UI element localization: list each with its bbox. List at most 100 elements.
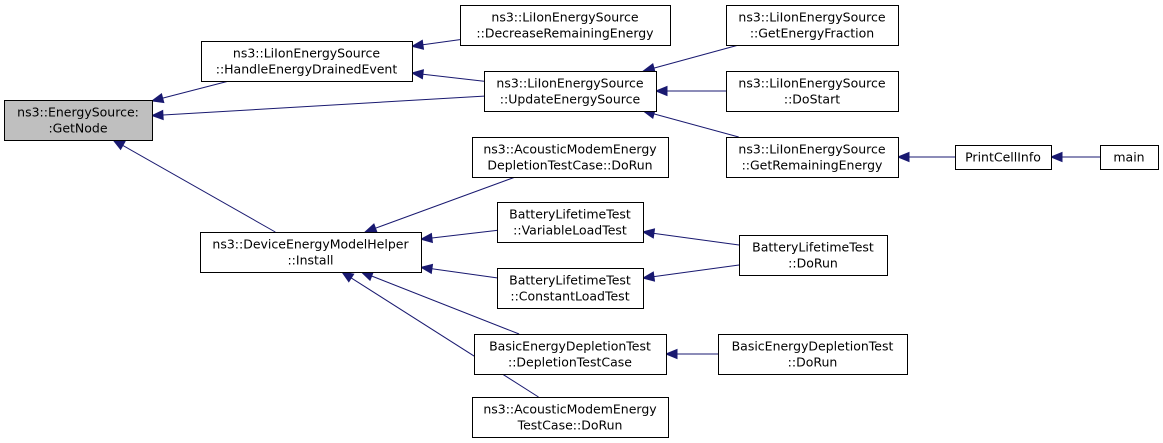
edge-line xyxy=(350,277,539,398)
edge-dostart-to-update xyxy=(654,85,726,97)
edge-line xyxy=(371,275,520,335)
edge-batterydorun-to-constant xyxy=(641,264,740,282)
node-label: :GetNode xyxy=(48,121,107,136)
node-basicdep[interactable]: BasicEnergyDepletionTest::DepletionTestC… xyxy=(474,334,667,375)
node-label: ns3::LiIonEnergySource xyxy=(738,142,886,157)
node-label: ::Install xyxy=(287,253,333,268)
arrowhead xyxy=(150,109,164,121)
node-decrease[interactable]: ns3::LiIonEnergySource::DecreaseRemainin… xyxy=(460,5,671,46)
edge-printcell-to-remaining xyxy=(896,151,955,163)
node-label: TestCase::DoRun xyxy=(517,418,623,433)
node-box xyxy=(200,232,422,273)
node-basicdorun[interactable]: BasicEnergyDepletionTest::DoRun xyxy=(718,334,908,375)
arrowhead xyxy=(654,85,668,97)
node-getnode[interactable]: ns3::EnergySource::GetNode xyxy=(4,100,153,141)
arrowhead xyxy=(340,271,355,283)
edge-update-to-getnode xyxy=(150,95,485,121)
edge-line xyxy=(162,95,485,116)
node-label: ns3::LiIonEnergySource xyxy=(738,10,886,25)
node-update[interactable]: ns3::LiIonEnergySource::UpdateEnergySour… xyxy=(484,71,657,112)
arrowhead xyxy=(112,139,126,151)
node-box xyxy=(4,100,153,141)
node-acousticdep[interactable]: ns3::AcousticModemEnergyDepletionTestCas… xyxy=(472,137,669,178)
node-label: ::VariableLoadTest xyxy=(513,223,627,238)
edge-basicdep-to-install xyxy=(360,271,520,335)
node-label: BasicEnergyDepletionTest xyxy=(732,339,894,354)
node-label: DepletionTestCase::DoRun xyxy=(487,158,652,173)
node-label: BatteryLifetimeTest xyxy=(752,240,874,255)
node-label: ns3::LiIonEnergySource xyxy=(738,76,886,91)
node-label: ::DoRun xyxy=(788,355,838,370)
arrowhead xyxy=(641,271,656,282)
node-label: ::HandleEnergyDrainedEvent xyxy=(216,62,398,77)
node-box xyxy=(726,71,899,112)
node-label: ns3::LiIonEnergySource xyxy=(233,46,381,61)
edge-line xyxy=(653,44,739,69)
edge-install-to-getnode xyxy=(112,139,276,233)
node-box xyxy=(497,202,644,243)
edge-main-to-printcell xyxy=(1049,151,1100,163)
node-box xyxy=(472,397,669,438)
node-box xyxy=(1100,145,1159,170)
arrowhead xyxy=(363,223,378,233)
edge-line xyxy=(162,80,230,99)
node-label: ::UpdateEnergySource xyxy=(500,92,641,107)
node-label: ::GetRemainingEnergy xyxy=(742,158,883,173)
node-box xyxy=(474,334,667,375)
edge-line xyxy=(422,73,485,82)
edge-decrease-to-handle xyxy=(410,39,461,50)
arrowhead xyxy=(410,69,424,80)
node-box xyxy=(726,137,899,178)
node-box xyxy=(739,235,888,276)
edge-line xyxy=(375,176,516,229)
node-remaining[interactable]: ns3::LiIonEnergySource::GetRemainingEner… xyxy=(726,137,899,178)
node-fraction[interactable]: ns3::LiIonEnergySource::GetEnergyFractio… xyxy=(726,5,899,46)
node-dostart[interactable]: ns3::LiIonEnergySource::DoStart xyxy=(726,71,899,112)
edge-remaining-to-update xyxy=(642,109,739,138)
node-label: ::ConstantLoadTest xyxy=(510,289,629,304)
node-batterydorun[interactable]: BatteryLifetimeTest::DoRun xyxy=(739,235,888,276)
node-label: BasicEnergyDepletionTest xyxy=(489,339,651,354)
node-box xyxy=(497,268,644,309)
edge-line xyxy=(653,232,740,246)
node-box xyxy=(460,5,671,46)
arrowhead xyxy=(360,271,375,282)
node-box xyxy=(472,137,669,178)
arrowhead xyxy=(1049,151,1063,163)
node-box xyxy=(484,71,657,112)
edge-line xyxy=(431,229,498,239)
node-label: ns3::DeviceEnergyModelHelper xyxy=(212,237,409,252)
arrowhead xyxy=(641,228,656,239)
edge-acousticdep-to-install xyxy=(363,176,516,233)
node-box xyxy=(726,5,899,46)
edge-line xyxy=(422,39,461,46)
node-label: ns3::LiIonEnergySource xyxy=(496,76,644,91)
node-label: ns3::LiIonEnergySource xyxy=(491,10,639,25)
node-main[interactable]: main xyxy=(1100,145,1159,170)
node-box xyxy=(718,334,908,375)
edge-basicdorun-to-basicdep xyxy=(664,348,718,360)
arrowhead xyxy=(896,151,910,163)
arrowhead xyxy=(419,232,433,244)
edge-acoustictest-to-install xyxy=(340,271,539,398)
node-install[interactable]: ns3::DeviceEnergyModelHelper::Install xyxy=(200,232,422,273)
edge-line xyxy=(431,268,498,279)
arrowhead xyxy=(410,39,425,50)
arrowhead xyxy=(419,263,434,275)
node-label: PrintCellInfo xyxy=(965,150,1041,165)
node-label: ns3::AcousticModemEnergy xyxy=(483,402,657,417)
edge-batterydorun-to-variable xyxy=(641,228,740,246)
node-printcell[interactable]: PrintCellInfo xyxy=(955,145,1052,170)
node-constant[interactable]: BatteryLifetimeTest::ConstantLoadTest xyxy=(497,268,644,309)
node-variable[interactable]: BatteryLifetimeTest::VariableLoadTest xyxy=(497,202,644,243)
node-label: BatteryLifetimeTest xyxy=(509,207,631,222)
arrowhead xyxy=(150,92,165,104)
edge-variable-to-install xyxy=(419,229,498,244)
node-label: ns3::AcousticModemEnergy xyxy=(483,142,657,157)
node-box xyxy=(201,41,413,82)
edges-layer xyxy=(112,39,1100,398)
edge-fraction-to-update xyxy=(642,44,739,73)
node-handle[interactable]: ns3::LiIonEnergySource::HandleEnergyDrai… xyxy=(201,41,413,82)
